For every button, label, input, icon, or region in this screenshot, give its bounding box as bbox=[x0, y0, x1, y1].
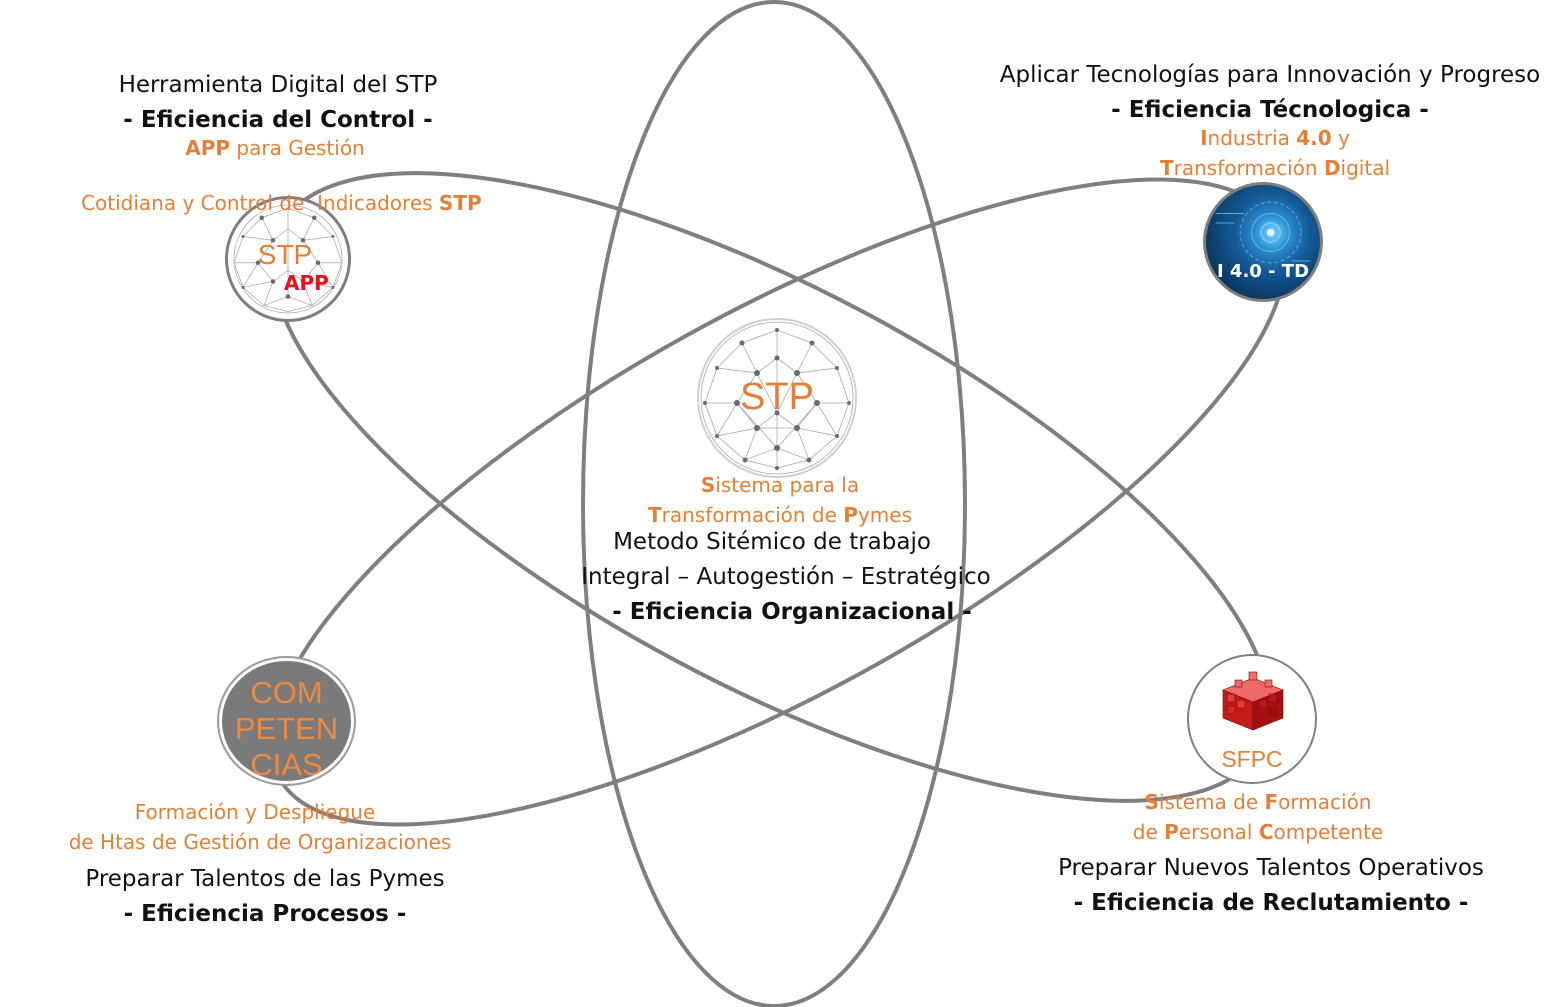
digital-tech-icon bbox=[1215, 201, 1311, 264]
top-right-efficiency: - Eficiencia Técnologica - bbox=[1111, 97, 1429, 123]
center-efficiency: - Eficiencia Organizacional - bbox=[612, 599, 972, 625]
bottom-left-title: Preparar Talentos de las Pymes bbox=[85, 866, 445, 892]
plain-text: Cotidiana y Control de Indicadores bbox=[81, 191, 439, 215]
sfpc-label: SFPC bbox=[1221, 746, 1283, 772]
highlight-text: T bbox=[1159, 156, 1174, 180]
bottom-right-title: Preparar Nuevos Talentos Operativos bbox=[1058, 855, 1484, 881]
network-globe-icon bbox=[233, 204, 343, 314]
center-orange-line-1: Sistema para la bbox=[580, 473, 980, 498]
plain-text: y bbox=[1331, 126, 1350, 150]
red-cube-icon bbox=[1222, 671, 1284, 731]
plain-text: istema para la bbox=[715, 473, 860, 497]
top-right-orange-line-2: Transformación Digital bbox=[1075, 156, 1475, 181]
center-stp-node: STP bbox=[697, 318, 857, 478]
highlight-text: 4.0 bbox=[1296, 126, 1332, 150]
highlight-text: S bbox=[1144, 790, 1159, 814]
plain-text: istema de bbox=[1158, 790, 1265, 814]
bottom-left-efficiency: - Eficiencia Procesos - bbox=[123, 901, 407, 927]
bottom-right-orange-line-2: de Personal Competente bbox=[1058, 820, 1458, 845]
center-line-1: Metodo Sitémico de trabajo bbox=[613, 529, 931, 555]
top-right-title: Aplicar Tecnologías para Innovación y Pr… bbox=[999, 62, 1541, 88]
plain-text: para Gestión bbox=[230, 136, 365, 160]
top-right-orange-line-1: Industria 4.0 y bbox=[1075, 126, 1475, 151]
competencias-node: COM PETEN CIAS bbox=[219, 658, 354, 784]
center-orange-line-2: Transformación de Pymes bbox=[580, 503, 980, 528]
industria-40-node: I 4.0 - TD bbox=[1203, 182, 1323, 302]
highlight-text: I bbox=[1200, 126, 1208, 150]
bottom-right-efficiency: - Eficiencia de Reclutamiento - bbox=[1073, 890, 1469, 916]
center-line-2: Integral – Autogestión – Estratégico bbox=[581, 564, 991, 590]
plain-text: ompetente bbox=[1273, 820, 1384, 844]
highlight-text: APP bbox=[185, 136, 231, 160]
highlight-text: T bbox=[647, 503, 662, 527]
top-left-orange-line-2: Cotidiana y Control de Indicadores STP bbox=[60, 166, 490, 216]
highlight-text: S bbox=[700, 473, 716, 497]
stp-app-label-app: APP bbox=[284, 271, 329, 295]
vertical-orbit bbox=[581, 0, 967, 1007]
plain-text: ymes bbox=[857, 503, 912, 527]
highlight-text: STP bbox=[438, 191, 482, 215]
network-globe-icon bbox=[700, 321, 854, 475]
stp-app-node: STP APP bbox=[225, 196, 351, 322]
competencias-label-3: CIAS bbox=[250, 747, 323, 782]
center-node-label: STP bbox=[740, 376, 814, 418]
competencias-label-1: COM bbox=[250, 675, 323, 710]
top-left-orange-line-1: APP para Gestión bbox=[75, 136, 475, 161]
highlight-text: C bbox=[1258, 820, 1274, 844]
plain-text: ransformación de bbox=[661, 503, 844, 527]
bottom-left-orange-line-1: Formación y Despliegue bbox=[134, 800, 376, 824]
highlight-text: F bbox=[1264, 790, 1279, 814]
highlight-text: P bbox=[843, 503, 858, 527]
top-left-title: Herramienta Digital del STP bbox=[118, 72, 438, 98]
plain-text: ersonal bbox=[1178, 820, 1259, 844]
plain-text: ndustria bbox=[1207, 126, 1297, 150]
highlight-text: P bbox=[1164, 820, 1179, 844]
plain-text: de bbox=[1132, 820, 1165, 844]
competencias-label-2: PETEN bbox=[234, 711, 339, 746]
sfpc-node: SFPC bbox=[1187, 654, 1317, 784]
top-left-efficiency: - Eficiencia del Control - bbox=[123, 107, 433, 133]
plain-text: ransformación bbox=[1173, 156, 1324, 180]
plain-text: ormación bbox=[1278, 790, 1372, 814]
industria-40-label: I 4.0 - TD bbox=[1216, 261, 1310, 282]
bottom-left-orange-line-2: de Htas de Gestión de Organizaciones bbox=[68, 830, 452, 854]
highlight-text: D bbox=[1323, 156, 1341, 180]
plain-text: igital bbox=[1340, 156, 1391, 180]
stp-app-label-stp: STP bbox=[257, 239, 313, 270]
bottom-right-orange-line-1: Sistema de Formación bbox=[1058, 790, 1458, 815]
